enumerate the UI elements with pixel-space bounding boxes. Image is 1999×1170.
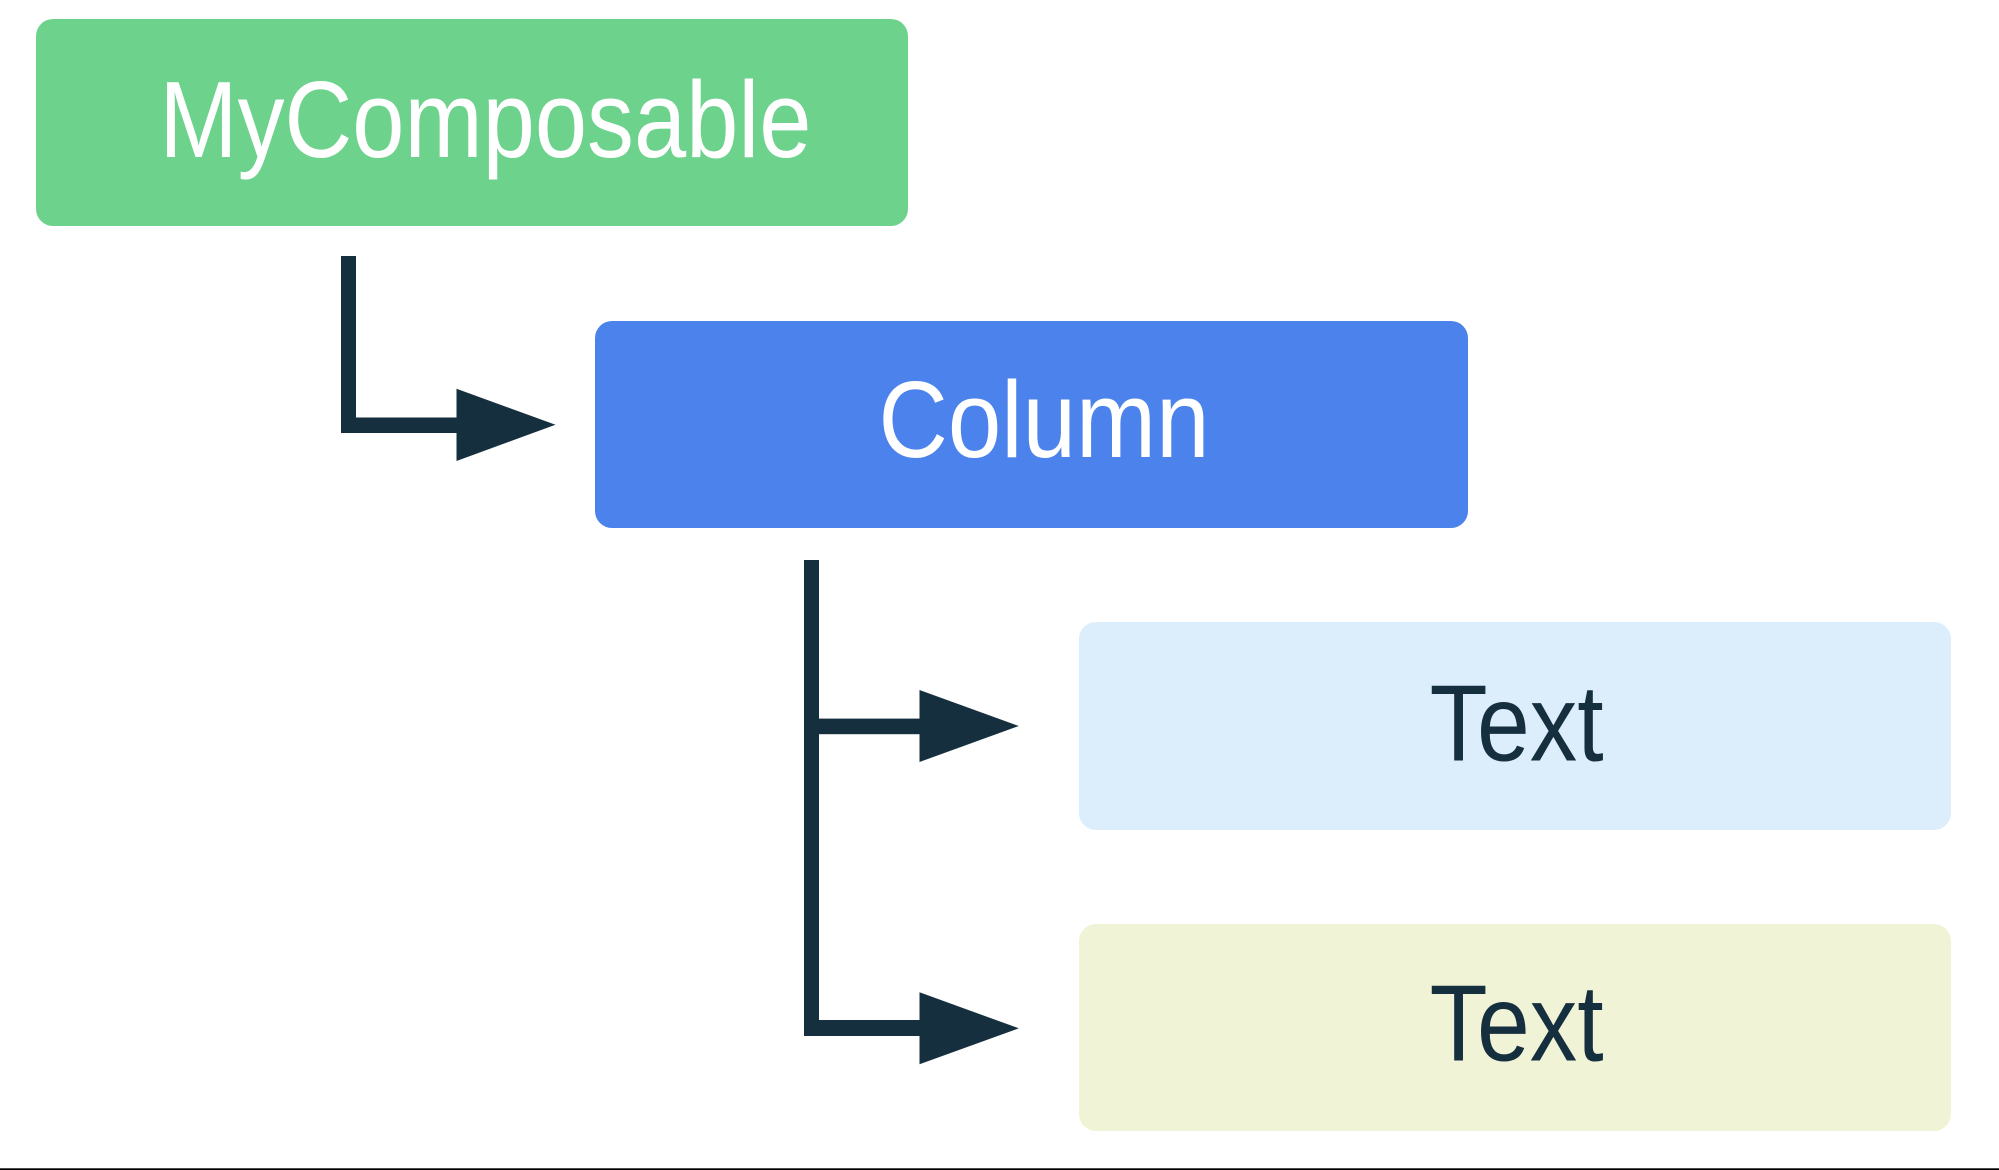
- svg-text:Text: Text: [1430, 963, 1604, 1084]
- svg-text:Text: Text: [1430, 663, 1604, 784]
- svg-text:Column: Column: [879, 359, 1210, 480]
- svg-text:MyComposable: MyComposable: [159, 59, 811, 180]
